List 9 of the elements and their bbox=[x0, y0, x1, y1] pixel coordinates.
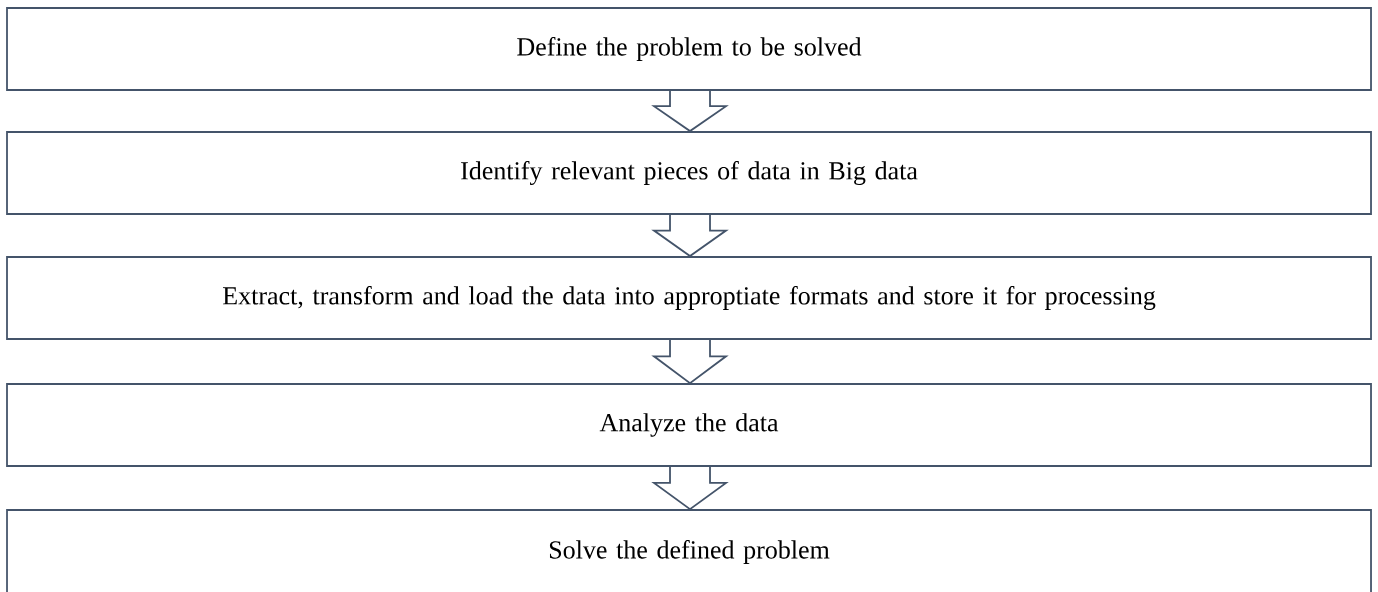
process-box: Define the problem to be solved bbox=[6, 7, 1372, 91]
block-arrow bbox=[651, 466, 729, 511]
process-box: Solve the defined problem bbox=[6, 509, 1372, 592]
block-arrow bbox=[651, 90, 729, 133]
process-box: Identify relevant pieces of data in Big data bbox=[6, 131, 1372, 215]
block-arrow bbox=[651, 214, 729, 258]
process-box: Analyze the data bbox=[6, 383, 1372, 467]
block-arrow bbox=[651, 339, 729, 385]
process-box: Extract, transform and load the data into approptiate formats and store it for processing bbox=[6, 256, 1372, 340]
